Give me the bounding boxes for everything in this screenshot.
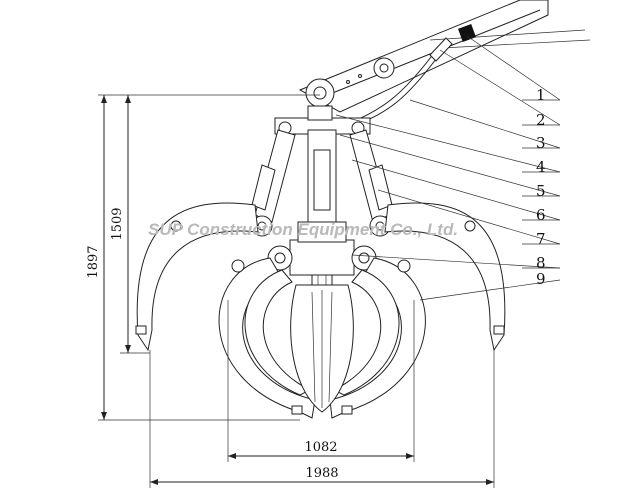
tine-pins bbox=[170, 220, 476, 273]
dimension-closed-height: 1509 bbox=[110, 95, 150, 354]
callout-6: 6 bbox=[536, 206, 546, 224]
tine-center bbox=[290, 284, 354, 413]
callout-1: 1 bbox=[536, 86, 546, 104]
dim-1988-label: 1988 bbox=[305, 466, 338, 481]
callout-leaders bbox=[335, 35, 561, 301]
tine-right-open bbox=[384, 202, 506, 352]
callout-7: 7 bbox=[536, 230, 546, 248]
side-links bbox=[251, 129, 393, 223]
dimension-inner-width: 1082 bbox=[227, 300, 415, 462]
dimension-overall-height: 1897 bbox=[86, 94, 320, 421]
dimension-open-width: 1988 bbox=[149, 350, 495, 488]
hydraulic-hose bbox=[344, 24, 476, 129]
watermark-text: SUP Construction Equipment Co., Ltd. bbox=[148, 220, 458, 239]
lower-hub bbox=[251, 215, 391, 276]
callout-8: 8 bbox=[536, 254, 546, 272]
dim-1897-label: 1897 bbox=[86, 245, 101, 278]
callout-3: 3 bbox=[536, 134, 546, 152]
tine-left-open bbox=[135, 202, 259, 352]
boom-arm bbox=[298, 0, 591, 113]
callout-numbers: 1 2 3 4 5 6 7 8 9 bbox=[536, 86, 546, 288]
callout-5: 5 bbox=[536, 182, 546, 200]
upper-frame bbox=[274, 105, 371, 135]
dim-1082-label: 1082 bbox=[304, 440, 337, 455]
callout-2: 2 bbox=[536, 111, 546, 129]
dim-1509-label: 1509 bbox=[110, 207, 125, 240]
callout-9: 9 bbox=[536, 270, 546, 288]
callout-4: 4 bbox=[536, 158, 546, 176]
